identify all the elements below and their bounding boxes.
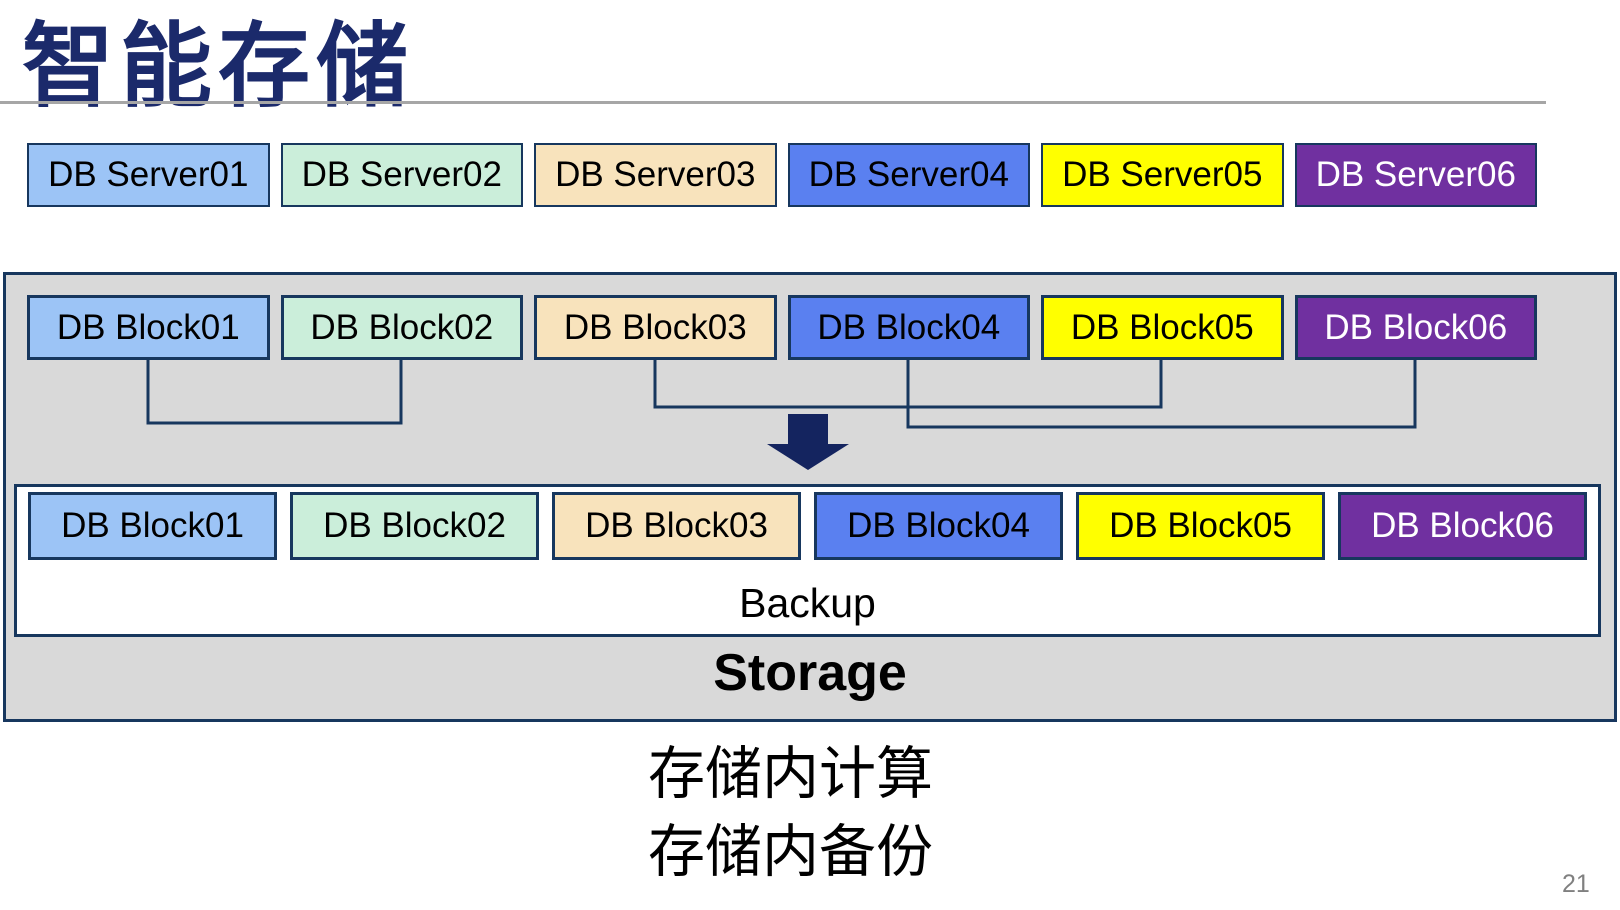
- backup-box: [14, 484, 1601, 637]
- db-server-box: DB Server01: [27, 143, 270, 207]
- db-block-box: DB Block04: [787, 295, 1030, 360]
- backup-db-block-box: DB Block02: [290, 492, 539, 560]
- backup-db-block-box: DB Block05: [1076, 492, 1325, 560]
- db-server-box: DB Server05: [1041, 143, 1284, 207]
- page-title: 智能存储: [22, 16, 415, 118]
- db-server-box: DB Server02: [280, 143, 523, 207]
- db-server-box: DB Server03: [534, 143, 777, 207]
- caption-line-2: 存储内备份: [648, 819, 933, 884]
- caption-block: 存储内计算 存储内备份: [648, 736, 933, 891]
- db-block-box: DB Block06: [1294, 295, 1537, 360]
- caption-line-1: 存储内计算: [648, 742, 933, 806]
- db-server-box: DB Server04: [787, 143, 1030, 207]
- page-number: 21: [1562, 870, 1590, 898]
- backup-label: Backup: [739, 580, 876, 626]
- backup-db-block-box: DB Block04: [814, 492, 1063, 560]
- backup-db-block-box: DB Block06: [1338, 492, 1587, 560]
- storage-label: Storage: [713, 644, 907, 702]
- db-block-box: DB Block01: [27, 295, 270, 360]
- db-block-box: DB Block02: [280, 295, 523, 360]
- backup-db-block-box: DB Block03: [552, 492, 801, 560]
- db-server-box: DB Server06: [1294, 143, 1537, 207]
- backup-db-block-box: DB Block01: [28, 492, 277, 560]
- title-divider: [0, 101, 1546, 104]
- db-block-box: DB Block05: [1041, 295, 1284, 360]
- db-block-box: DB Block03: [534, 295, 777, 360]
